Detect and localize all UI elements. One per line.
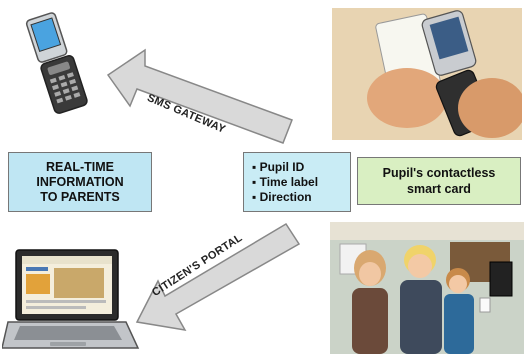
data-field-time-label: Time label <box>252 175 318 190</box>
info-line-3: TO PARENTS <box>40 189 120 204</box>
data-fields-box: Pupil ID Time label Direction <box>243 152 351 212</box>
smart-card-box: Pupil's contactless smart card <box>357 157 521 205</box>
card-line-2: smart card <box>407 182 471 196</box>
data-fields-list: Pupil ID Time label Direction <box>252 160 318 205</box>
data-field-direction: Direction <box>252 190 318 205</box>
phone-reading-card-photo <box>332 8 522 140</box>
data-field-pupil-id: Pupil ID <box>252 160 318 175</box>
flip-phone-icon <box>25 12 88 114</box>
laptop-icon <box>2 249 140 349</box>
info-line-1: REAL-TIME <box>45 159 115 174</box>
pupils-at-reader-photo <box>330 222 524 354</box>
sms-gateway-arrow <box>106 48 293 144</box>
citizens-portal-arrow <box>135 222 301 331</box>
card-line-1: Pupil's contactless <box>382 166 496 180</box>
real-time-info-box: REAL-TIME INFORMATION TO PARENTS <box>8 152 152 212</box>
info-line-2: INFORMATION <box>36 174 124 189</box>
